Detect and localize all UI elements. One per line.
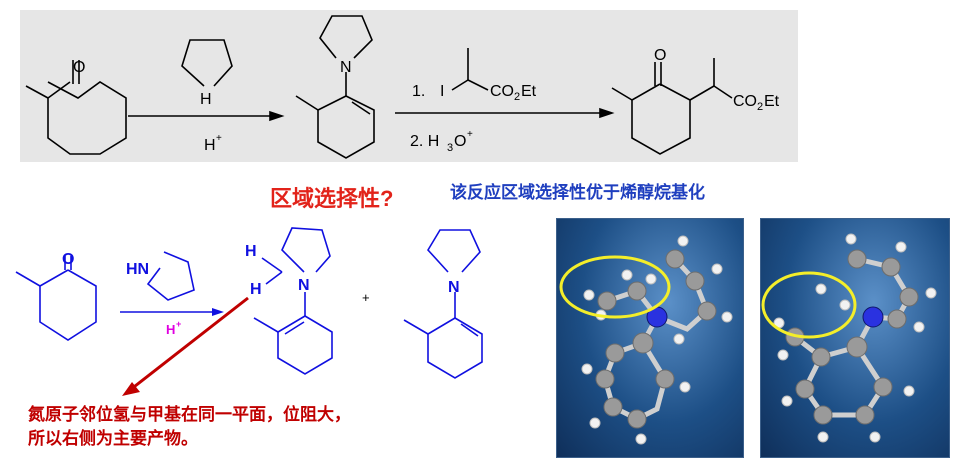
right-nitrogen: N bbox=[448, 279, 460, 296]
acid-catalyst: H bbox=[204, 137, 216, 154]
bottom-amine-label: HN bbox=[126, 261, 149, 278]
explanation-line-1: 氮原子邻位氢与甲基在同一平面，位阻大， bbox=[28, 405, 351, 424]
pyrrolidine-h: H bbox=[200, 91, 212, 108]
ball-stick-model-left bbox=[559, 235, 733, 445]
step1-ester: CO bbox=[490, 83, 514, 100]
red-pointer-arrow bbox=[122, 296, 249, 396]
top-ketone-oxygen: O bbox=[73, 59, 85, 76]
highlight-ellipse-right bbox=[761, 271, 857, 339]
step1-number: 1. bbox=[412, 83, 425, 100]
product-ester-sub: 2 bbox=[757, 101, 763, 113]
hydrogen-label-2: H bbox=[250, 281, 262, 298]
enamine-structure bbox=[295, 15, 375, 159]
steric-explanation: 氮原子邻位氢与甲基在同一平面，位阻大， 所以右侧为主要产物。 bbox=[28, 403, 448, 451]
ball-stick-model-right bbox=[761, 233, 937, 443]
iodopropanoate-structure bbox=[451, 48, 489, 91]
pyrrolidine-structure bbox=[181, 39, 233, 87]
hydrogen-label-1: H bbox=[245, 243, 257, 260]
highlight-ellipse-left bbox=[559, 255, 671, 319]
step1-ester-sub: 2 bbox=[514, 91, 520, 103]
3d-model-right bbox=[760, 218, 950, 458]
explanation-line-2: 所以右侧为主要产物。 bbox=[28, 429, 198, 448]
bottom-acid: H bbox=[166, 322, 175, 337]
plus-sign: + bbox=[362, 290, 370, 305]
product-ester-tail: Et bbox=[764, 93, 780, 110]
product-ester: CO bbox=[733, 93, 757, 110]
step2-sub: 3 bbox=[447, 142, 453, 154]
step1-ester-tail: Et bbox=[521, 83, 537, 100]
left-nitrogen: N bbox=[298, 277, 310, 294]
product-oxygen: O bbox=[654, 47, 666, 64]
step2-sup: + bbox=[467, 129, 473, 140]
bottom-methylcyclohexanone bbox=[15, 256, 97, 341]
bottom-pyrrolidine bbox=[146, 251, 195, 301]
methylcyclohexanone-structure bbox=[25, 60, 127, 155]
step2-tail: O bbox=[454, 133, 466, 150]
bottom-enamine-right bbox=[403, 229, 483, 379]
step1-iodo: I bbox=[440, 83, 444, 100]
step2-prefix: 2. H bbox=[410, 133, 439, 150]
bottom-ketone-oxygen: O bbox=[62, 251, 74, 268]
alkylated-ketone-structure bbox=[611, 58, 733, 155]
enamine-nitrogen: N bbox=[340, 59, 352, 76]
bottom-enamine-left bbox=[253, 227, 333, 375]
regioselectivity-question: 区域选择性? bbox=[270, 186, 394, 211]
regioselectivity-note: 该反应区域选择性优于烯醇烷基化 bbox=[450, 183, 705, 202]
acid-catalyst-sup: + bbox=[216, 133, 222, 144]
reaction-scheme-panel bbox=[20, 10, 798, 162]
bottom-acid-sup: + bbox=[176, 319, 181, 329]
3d-model-left bbox=[556, 218, 744, 458]
